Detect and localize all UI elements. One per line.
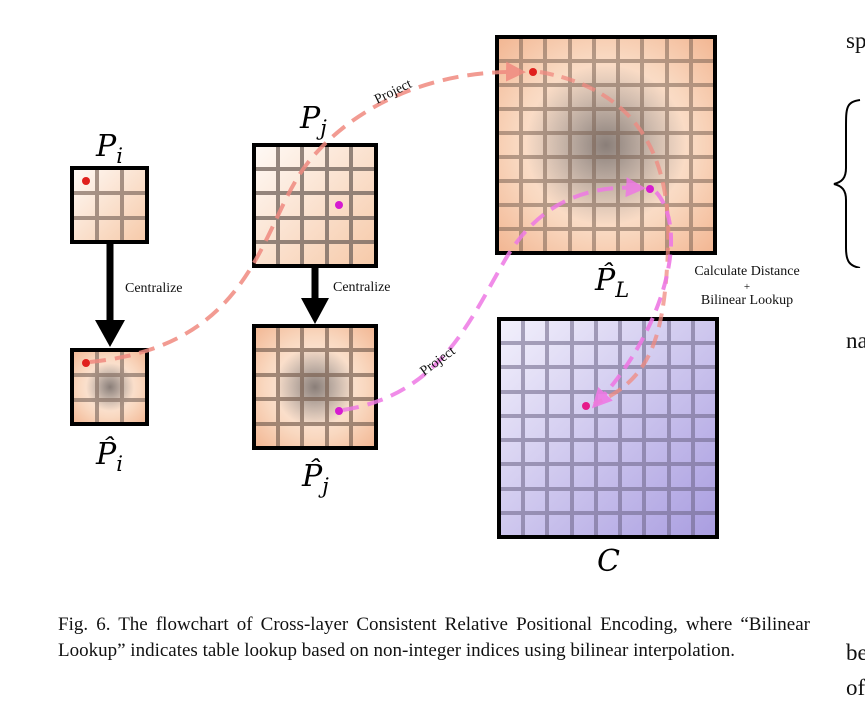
- centralize-arrow-right: [301, 268, 329, 324]
- label-distance-line2: +: [744, 281, 750, 293]
- label-c: C: [597, 544, 620, 579]
- margin-fragment-of: of: [846, 675, 865, 700]
- label-project-bottom: Project: [418, 344, 459, 380]
- project-arrow-red: [89, 61, 526, 364]
- red-projected-dot: [529, 68, 537, 76]
- grid-p-hat-j: [252, 324, 378, 450]
- magenta-centralized-dot: [335, 407, 343, 415]
- margin-fragment-sp: sp: [846, 28, 865, 53]
- label-p-hat-j: P̂j: [301, 459, 329, 498]
- red-centralized-dot: [82, 359, 90, 367]
- label-p-i: Pi: [95, 129, 123, 168]
- grid-p-j: [252, 143, 378, 268]
- red-query-dot: [82, 177, 90, 185]
- grid-p-hat-i: [70, 348, 149, 426]
- label-project-top: Project: [372, 77, 414, 108]
- distance-arrow-red: [539, 70, 671, 406]
- magenta-key-dot: [335, 201, 343, 209]
- left-brace-fragment: [833, 99, 861, 268]
- figure-caption: Fig. 6. The flowchart of Cross-layer Con…: [58, 614, 810, 661]
- label-p-j: Pj: [299, 101, 327, 140]
- project-arrow-magenta: [342, 177, 646, 412]
- lookup-result-dot: [582, 402, 590, 410]
- grid-c: [497, 317, 719, 539]
- magenta-projected-dot: [646, 185, 654, 193]
- label-distance-line3: Bilinear Lookup: [701, 293, 793, 308]
- label-distance-line1: Calculate Distance: [694, 264, 799, 279]
- grid-labels: Pi Pj P̂i P̂j P̂L C: [95, 101, 629, 579]
- distance-arrow-magenta: [591, 190, 674, 409]
- grid-p-i: [70, 166, 149, 244]
- flowchart-figure: Pi Pj P̂i P̂j P̂L C Centralize Centraliz…: [70, 35, 800, 579]
- grid-p-hat-l: [495, 35, 717, 255]
- margin-fragment-be: be: [846, 640, 865, 665]
- centralize-arrow-left: [95, 244, 125, 347]
- label-centralize-right: Centralize: [333, 280, 391, 295]
- label-p-hat-i: P̂i: [95, 437, 123, 476]
- label-p-hat-l: P̂L: [594, 263, 629, 302]
- label-centralize-left: Centralize: [125, 281, 183, 296]
- margin-fragment-na: na: [846, 328, 865, 353]
